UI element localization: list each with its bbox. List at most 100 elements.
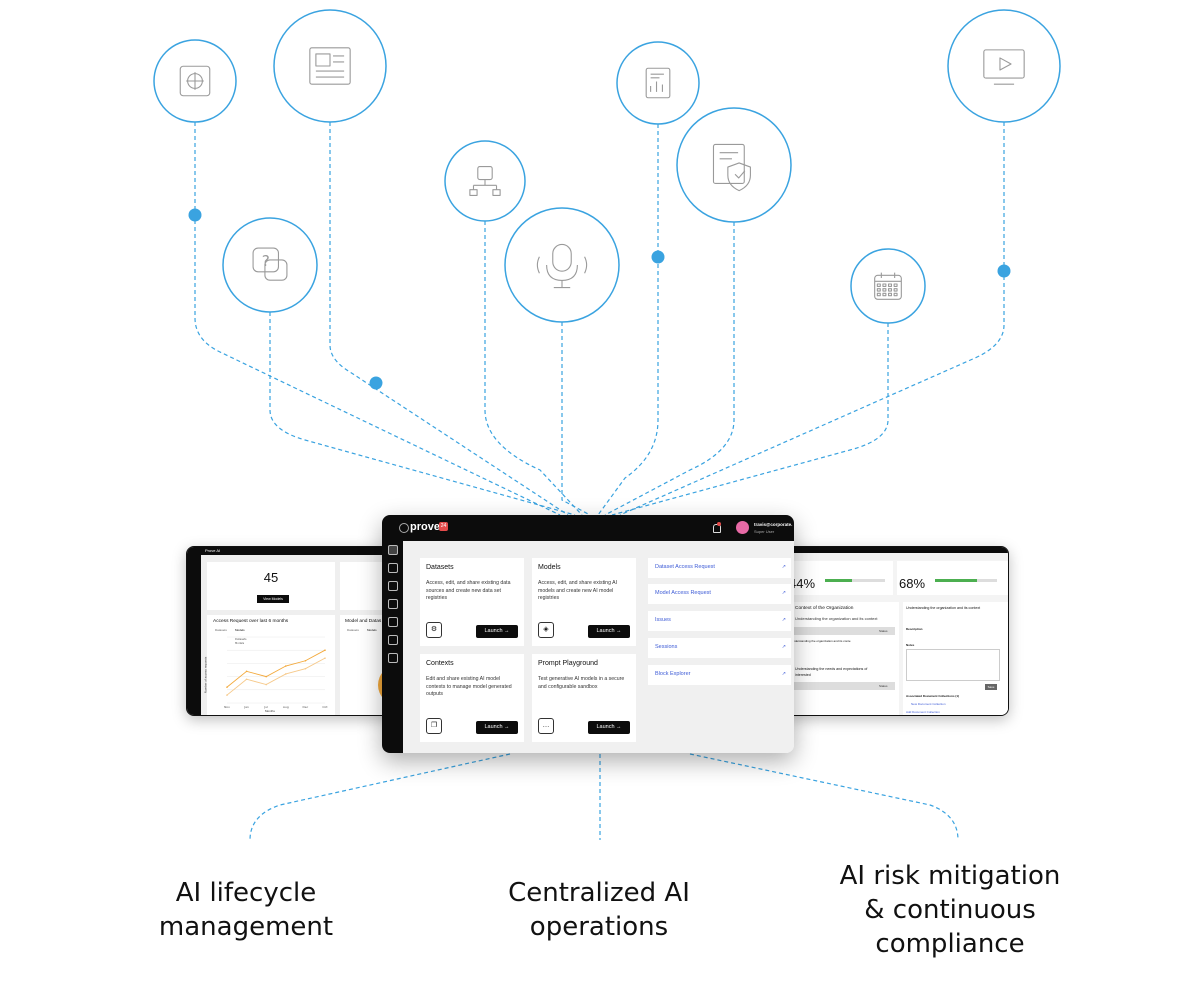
link-model-access[interactable]: Model Access Request ↗	[648, 584, 791, 604]
nav-home-icon[interactable]	[388, 545, 398, 555]
kpi-value: 45	[263, 570, 279, 585]
junction-dot	[651, 250, 665, 264]
card-title: Datasets	[426, 564, 454, 571]
nav-network-icon[interactable]	[388, 581, 398, 591]
progress-card-2: 68%	[897, 561, 1008, 595]
card-models[interactable]: Models Access, edit, and share existing …	[532, 558, 636, 646]
nav-monitor-icon[interactable]	[388, 617, 398, 627]
prompt-icon: …	[538, 718, 554, 734]
notes-textarea[interactable]	[906, 649, 1000, 681]
brand-logo: prove	[410, 521, 440, 533]
data-point	[226, 694, 228, 696]
right-tab-models[interactable]: Models	[367, 628, 377, 632]
link-text: Dataset Access Request	[655, 564, 715, 570]
dashed-connector	[561, 322, 591, 516]
table-header-2	[791, 682, 895, 690]
side-nav	[382, 541, 403, 753]
svg-text:?: ?	[262, 252, 270, 270]
caption-line: operations	[529, 912, 669, 942]
link-text: Model Access Request	[655, 590, 711, 596]
junction-dot	[369, 376, 383, 390]
panel-notes-label: Notes	[906, 643, 915, 647]
progress-bar-2	[935, 579, 997, 582]
calendar-grid-icon	[850, 248, 926, 324]
card-datasets[interactable]: Datasets Access, edit, and share existin…	[420, 558, 524, 646]
view-models-button[interactable]: View Models	[257, 595, 289, 603]
data-point	[285, 665, 287, 667]
legend-entry: Datasets	[235, 637, 247, 641]
left-topbar	[187, 547, 397, 555]
data-point	[226, 686, 228, 688]
row-1[interactable]: Understanding the organization and its c…	[791, 639, 851, 643]
assoc-item[interactable]: New Document Collection	[911, 702, 946, 706]
right-compliance-screen: 44% 68% Context of the Organization Unde…	[786, 546, 1009, 716]
video-monitor-icon	[947, 9, 1061, 123]
card-title: Models	[538, 564, 561, 571]
caption-lifecycle: AI lifecycle management	[120, 876, 372, 944]
panel-desc-label: Description	[906, 627, 923, 631]
x-axis-label: Months	[265, 709, 275, 713]
chart-tab-models[interactable]: Models	[235, 628, 245, 632]
link-block-explorer[interactable]: Block Explorer ↗	[648, 665, 791, 685]
nav-report-icon[interactable]	[388, 635, 398, 645]
main-topbar	[382, 515, 794, 541]
section-title: Context of the Organization	[795, 606, 854, 611]
data-point	[304, 667, 307, 670]
newspaper-icon	[273, 9, 387, 123]
dashed-connector	[611, 323, 889, 516]
junction-dot	[997, 264, 1011, 278]
caption-operations: Centralized AI operations	[470, 876, 728, 944]
add-collection-link[interactable]: Add Document Collection	[906, 710, 940, 714]
section-subtitle: Understanding the organization and its c…	[795, 616, 878, 621]
progress-card-1: 44%	[787, 561, 893, 595]
right-tab-datasets[interactable]: Datasets	[347, 628, 359, 632]
network-tree-icon	[444, 140, 526, 222]
card-title: Contexts	[426, 660, 454, 667]
caption-line: Centralized AI	[508, 878, 690, 908]
series-line	[226, 649, 326, 688]
external-link-icon: ↗	[781, 617, 786, 623]
external-link-icon: ↗	[781, 564, 786, 570]
card-prompt-playground[interactable]: Prompt Playground Test generative AI mod…	[532, 654, 636, 742]
link-dataset-access[interactable]: Dataset Access Request ↗	[648, 558, 791, 578]
panel-title: Understanding the organization and its c…	[906, 606, 981, 610]
series-line	[226, 657, 326, 696]
launch-prompt-button[interactable]: Launch →	[588, 721, 630, 734]
launch-models-button[interactable]: Launch →	[588, 625, 630, 638]
save-button[interactable]: Save	[985, 684, 997, 690]
notification-dot	[717, 522, 721, 526]
launch-datasets-button[interactable]: Launch →	[476, 625, 518, 638]
data-point	[324, 649, 326, 651]
link-text: Issues	[655, 617, 671, 623]
context-card: Context of the Organization Understandin…	[787, 602, 899, 715]
chart-tab-datasets[interactable]: Datasets	[215, 628, 227, 632]
link-sessions[interactable]: Sessions ↗	[648, 638, 791, 658]
card-desc: Test generative AI models in a secure an…	[538, 676, 625, 690]
avatar[interactable]	[736, 521, 749, 534]
launch-contexts-button[interactable]: Launch →	[476, 721, 518, 734]
icon-circle	[947, 9, 1061, 123]
right-panel-title: Model and Datas	[345, 619, 382, 624]
caption-risk: AI risk mitigation & continuous complian…	[820, 859, 1080, 961]
nav-settings-icon[interactable]	[388, 599, 398, 609]
nav-flow-icon[interactable]	[388, 653, 398, 663]
collapse-icon[interactable]	[399, 523, 409, 533]
access-request-chart-card: Access Request over last 6 months Datase…	[203, 615, 335, 715]
shield-document-icon	[676, 107, 792, 223]
caption-line: compliance	[875, 929, 1025, 959]
dashed-connector	[249, 753, 511, 841]
external-link-icon: ↗	[781, 590, 786, 596]
card-desc: Access, edit, and share existing AI mode…	[538, 580, 618, 601]
help-chat-icon: ?	[222, 217, 318, 313]
card-contexts[interactable]: Contexts Edit and share existing AI mode…	[420, 654, 524, 742]
nav-users-icon[interactable]	[388, 563, 398, 573]
link-issues[interactable]: Issues ↗	[648, 611, 791, 631]
data-point	[265, 675, 267, 678]
left-dashboard-screen: Prove AI 45 View Models Access Request o…	[186, 546, 398, 716]
col-status-1: Status	[879, 629, 888, 633]
row-2[interactable]: Understanding the needs and expectations…	[795, 667, 868, 677]
x-tick-label: Aug	[283, 705, 289, 709]
